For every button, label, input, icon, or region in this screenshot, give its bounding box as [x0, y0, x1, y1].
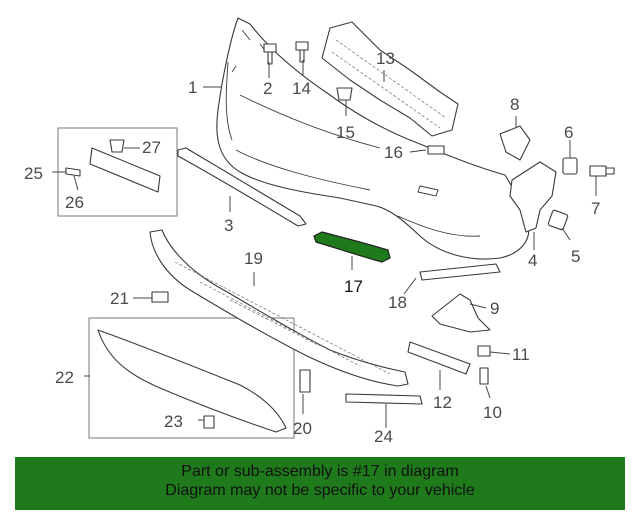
callout-14: 14 — [292, 79, 311, 98]
callout-9: 9 — [490, 299, 499, 318]
callout-15: 15 — [336, 123, 355, 142]
bumper-cover-part-1 — [216, 17, 530, 260]
absorber-part-13 — [321, 21, 459, 137]
callout-16: 16 — [384, 143, 403, 162]
callout-25: 25 — [24, 164, 43, 183]
callout-13: 13 — [376, 49, 395, 68]
nut-part-5 — [547, 209, 569, 231]
callout-1: 1 — [188, 78, 197, 97]
undertray-part-19 — [149, 229, 409, 387]
callout-26: 26 — [65, 193, 84, 212]
callout-labels: 1 2 3 4 5 6 7 8 9 10 11 12 13 14 15 16 1… — [24, 49, 600, 446]
shield-part-9 — [431, 293, 491, 333]
fasteners — [65, 41, 491, 429]
trim-strip-part-3 — [177, 147, 307, 227]
nut-part-6 — [562, 157, 578, 175]
callout-11: 11 — [512, 345, 530, 364]
callout-10: 10 — [483, 403, 502, 422]
part-info-banner: Part or sub-assembly is #17 in diagram D… — [15, 457, 625, 510]
highlighted-part-17 — [313, 231, 391, 263]
bumper-exploded-diagram: 1 2 3 4 5 6 7 8 9 10 11 12 13 14 15 16 1… — [24, 17, 615, 446]
trim-part-18 — [419, 263, 501, 281]
callout-8: 8 — [510, 95, 519, 114]
trim-part-12 — [407, 341, 471, 375]
callout-22: 22 — [55, 368, 74, 387]
bracket-part-26 — [89, 147, 161, 193]
callout-24: 24 — [374, 427, 393, 446]
banner-line-2: Diagram may not be specific to your vehi… — [165, 482, 475, 499]
banner-line-1: Part or sub-assembly is #17 in diagram — [181, 463, 459, 480]
callout-21: 21 — [110, 289, 129, 308]
callout-2: 2 — [263, 79, 272, 98]
clip-part-8 — [499, 125, 531, 161]
bracket-part-4 — [509, 161, 557, 233]
callout-3: 3 — [224, 216, 233, 235]
callout-12: 12 — [433, 393, 452, 412]
trim-part-24 — [345, 393, 423, 405]
callout-5: 5 — [571, 247, 580, 266]
callout-18: 18 — [388, 293, 407, 312]
callout-4: 4 — [528, 251, 537, 270]
callout-19: 19 — [244, 249, 263, 268]
callout-17: 17 — [344, 277, 363, 296]
callout-20: 20 — [293, 419, 312, 438]
leader-lines — [52, 60, 597, 428]
fastener-part-7 — [589, 165, 615, 177]
callout-6: 6 — [564, 123, 573, 142]
callout-23: 23 — [164, 412, 183, 431]
callout-27: 27 — [142, 138, 161, 157]
group-box-22 — [88, 317, 295, 439]
callout-7: 7 — [591, 199, 600, 218]
skid-plate-part-22 — [97, 329, 287, 433]
